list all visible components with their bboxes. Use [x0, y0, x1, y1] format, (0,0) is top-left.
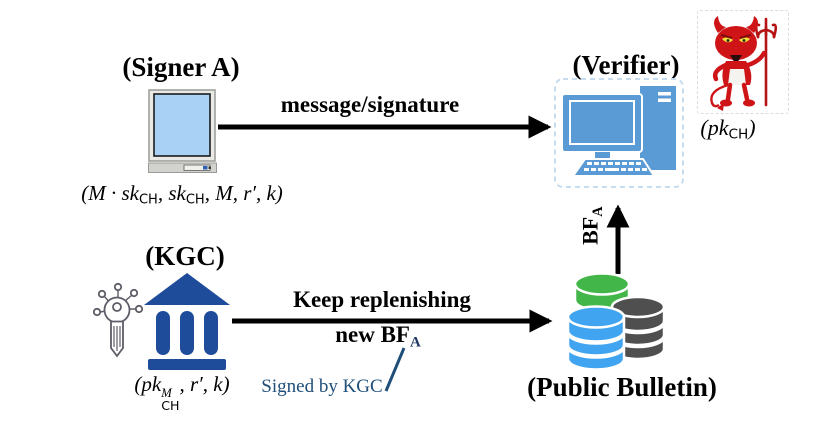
devil-icon	[697, 10, 789, 114]
verifier-computer-icon	[553, 77, 685, 189]
message-arrow-label: message/signature	[280, 92, 460, 117]
verifier-title: (Verifier)	[572, 50, 680, 80]
bf-upload-label: BFA	[577, 206, 606, 246]
signed-by-note: Signed by KGC	[261, 376, 383, 397]
bank-icon	[141, 270, 233, 370]
signer-title: (Signer A)	[122, 52, 240, 82]
kgc-title: (KGC)	[145, 241, 225, 271]
bulletin-title: (Public Bulletin)	[527, 372, 717, 402]
key-icon	[92, 282, 144, 360]
signer-params: (M · skCH, skCH, M, r′, k)	[81, 181, 283, 208]
signer-monitor-icon	[148, 89, 218, 174]
database-icon	[565, 271, 667, 373]
replenish-arrow-label-line2: new BFA	[335, 322, 421, 351]
verifier-key-label: (pkCH)	[700, 115, 756, 143]
replenish-arrow-label-line1: Keep replenishing	[293, 287, 471, 312]
